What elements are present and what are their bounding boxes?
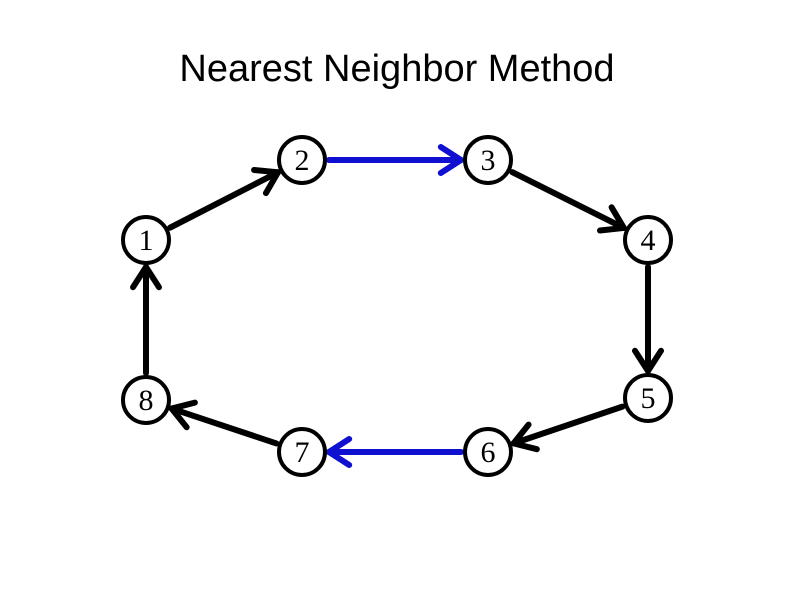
- node-label: 1: [139, 224, 154, 257]
- node-circle: [121, 215, 171, 265]
- node-circle: [623, 373, 673, 423]
- edge-6-7: [323, 436, 464, 468]
- slide-title: Nearest Neighbor Method: [179, 48, 615, 90]
- node-label: 5: [641, 382, 656, 415]
- node-circle: [277, 427, 327, 477]
- node-5: 5: [623, 373, 673, 423]
- node-label: 7: [295, 436, 310, 469]
- node-3: 3: [463, 135, 513, 185]
- node-circle: [463, 135, 513, 185]
- edge-8-1: [130, 261, 162, 376]
- edge-2-3: [326, 144, 467, 176]
- node-label: 6: [481, 436, 496, 469]
- node-8: 8: [121, 375, 171, 425]
- edge-5-6: [508, 403, 626, 453]
- node-2: 2: [277, 135, 327, 185]
- node-circle: [623, 215, 673, 265]
- node-circle: [463, 427, 513, 477]
- node-4: 4: [623, 215, 673, 265]
- node-label: 2: [295, 144, 310, 177]
- edge-3-4: [509, 169, 629, 234]
- node-label: 3: [481, 144, 496, 177]
- node-1: 1: [121, 215, 171, 265]
- node-circle: [121, 375, 171, 425]
- node-label: 4: [641, 224, 656, 257]
- node-label: 8: [139, 384, 154, 417]
- edge-1-2: [167, 166, 283, 231]
- node-7: 7: [277, 427, 327, 477]
- edges-layer: [130, 144, 664, 468]
- edge-7-8: [166, 399, 280, 447]
- nodes-layer: 1 2 3 4 5 6 7 8: [121, 135, 673, 477]
- node-circle: [277, 135, 327, 185]
- edge-4-5: [632, 264, 664, 377]
- node-6: 6: [463, 427, 513, 477]
